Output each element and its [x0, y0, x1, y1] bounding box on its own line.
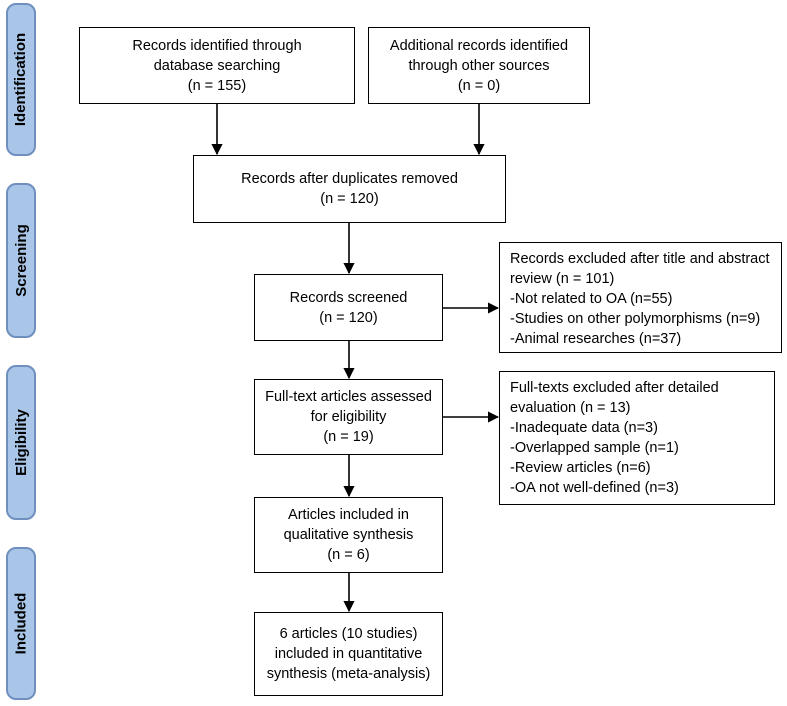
- box-line: included in quantitative: [274, 646, 423, 662]
- phase-eligibility: Eligibility: [6, 365, 36, 520]
- box-line: synthesis (meta-analysis): [266, 666, 431, 682]
- box-line: Records screened: [289, 289, 408, 306]
- box-line: -Inadequate data (n=3): [510, 420, 658, 436]
- box-line: Full-texts excluded after detailed: [510, 380, 719, 396]
- box-line: through other sources: [408, 57, 550, 74]
- box-line: -Animal researches (n=37): [510, 331, 682, 347]
- box-quantitative-synthesis: 6 articles (10 studies) included in quan…: [254, 612, 443, 696]
- box-line: -Studies on other polymorphisms (n=9): [510, 311, 761, 327]
- phase-identification: Identification: [6, 3, 36, 156]
- box-records-excluded: Records excluded after title and abstrac…: [499, 242, 782, 353]
- box-line: Articles included in: [288, 507, 409, 523]
- box-database-search: Records identified through database sear…: [79, 27, 355, 104]
- box-line: Additional records identified: [389, 37, 569, 54]
- box-line: (n = 120): [319, 309, 378, 326]
- box-records-screened: Records screened (n = 120): [254, 274, 443, 341]
- box-line: Records excluded after title and abstrac…: [510, 251, 770, 267]
- box-line: (n = 155): [187, 77, 247, 94]
- box-line: Full-text articles assessed: [265, 389, 432, 405]
- box-fulltext-excluded: Full-texts excluded after detailed evalu…: [499, 371, 775, 505]
- box-line: Records after duplicates removed: [241, 171, 458, 187]
- box-line: (n = 120): [320, 191, 379, 207]
- box-line: database searching: [153, 57, 281, 74]
- box-line: review (n = 101): [510, 271, 615, 287]
- box-line: for eligibility: [310, 409, 387, 425]
- phase-screening: Screening: [6, 183, 36, 338]
- box-line: qualitative synthesis: [283, 527, 414, 543]
- box-fulltext-assessed: Full-text articles assessed for eligibil…: [254, 379, 443, 455]
- box-line: -Not related to OA (n=55): [510, 291, 673, 307]
- box-line: -Review articles (n=6): [510, 460, 651, 476]
- box-line: (n = 6): [327, 547, 370, 563]
- phase-included: Included: [6, 547, 36, 700]
- box-line: evaluation (n = 13): [510, 400, 631, 416]
- box-other-sources: Additional records identified through ot…: [368, 27, 590, 104]
- box-line: -Overlapped sample (n=1): [510, 440, 679, 456]
- box-duplicates-removed: Records after duplicates removed (n = 12…: [193, 155, 506, 223]
- box-line: (n = 0): [457, 77, 501, 94]
- box-line: (n = 19): [323, 429, 374, 445]
- box-line: -OA not well-defined (n=3): [510, 480, 679, 496]
- box-qualitative-synthesis: Articles included in qualitative synthes…: [254, 497, 443, 573]
- box-line: Records identified through: [132, 37, 302, 54]
- box-line: 6 articles (10 studies): [279, 626, 418, 642]
